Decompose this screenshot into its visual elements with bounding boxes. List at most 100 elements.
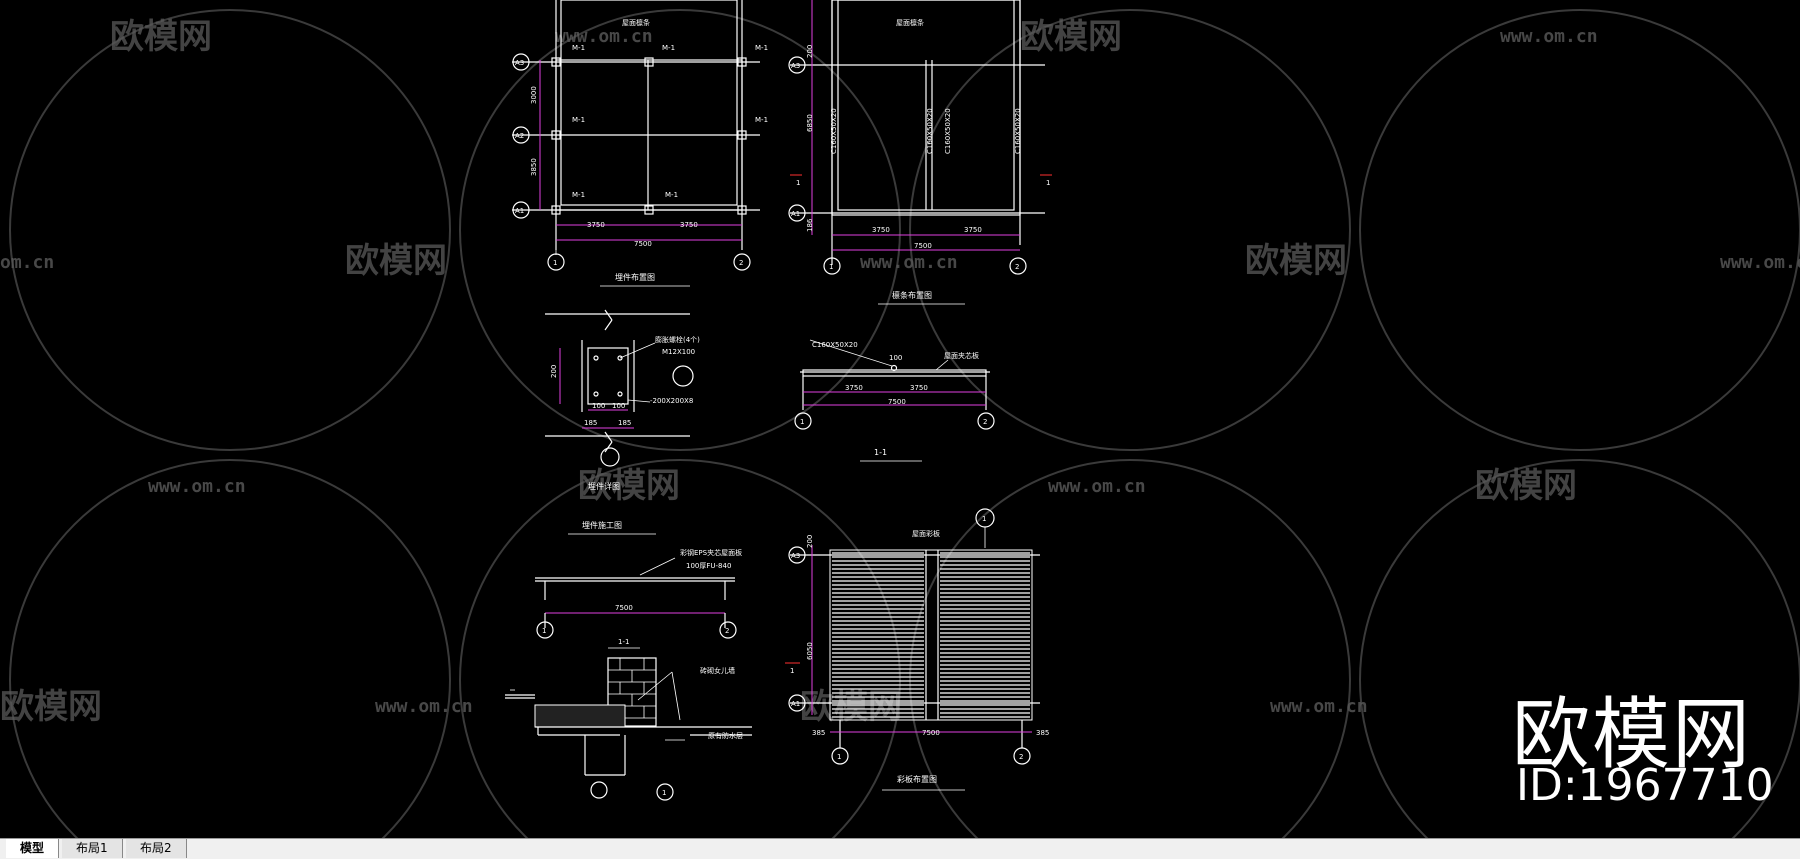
watermark-url: www.om.cn [148, 476, 246, 497]
axis-label: 1 [982, 515, 986, 523]
dimension-text: 100 [612, 402, 625, 410]
dimension-text: 3750 [964, 226, 982, 234]
axis-label: 1 [837, 753, 841, 761]
detail-label: -200X200X8 [650, 397, 693, 405]
axis-label: A1 [791, 210, 800, 218]
purlin-label: C160X50X20 [926, 108, 934, 154]
watermark-url-partial: om.cn [0, 252, 54, 273]
purlin-label: C160X50X20 [830, 108, 838, 154]
detail-label: M12X100 [662, 348, 695, 356]
section-mark: 1 [796, 179, 800, 187]
axis-label: A1 [515, 207, 524, 215]
watermark-brand: 欧模网 [345, 241, 447, 281]
section-purlin[interactable]: C160X50X20 100 屋面夹芯板 3750 3750 7500 1 2 … [794, 339, 995, 462]
plan-panel-layout[interactable]: A3 A1 1 2 1 385 7500 385 200 6050 1 屋面彩板… [785, 508, 1049, 791]
dimension-text: 3000 [530, 86, 538, 104]
axis-label: 2 [739, 259, 743, 267]
axis-label: 1 [829, 263, 833, 271]
watermark-url: www.om.cn [1500, 26, 1598, 47]
plan-title: 檩条布置图 [892, 290, 932, 300]
watermark-url: www.om.cn [1048, 476, 1146, 497]
watermark-brand: 欧模网 [1475, 466, 1577, 506]
section-label: 砖砌女儿墙 [700, 666, 735, 675]
axis-label: 2 [725, 627, 729, 635]
tab-layout-2[interactable]: 布局2 [126, 839, 187, 858]
watermark-texts: 欧模网 www.om.cn 欧模网 www.om.cn om.cn 欧模网 ww… [0, 17, 1800, 727]
detail-embed-plate[interactable]: 膨胀螺栓(4个) M12X100 -200X200X8 200 100 100 … [545, 309, 700, 491]
watermark-arcs [9, 9, 1800, 838]
section-parapet[interactable]: 1-1 [505, 638, 752, 801]
dimension-text: 200 [806, 535, 814, 548]
watermark-id: ID:1967710 [1516, 760, 1774, 811]
plan-purlin-layout[interactable]: A3 A1 1 2 3750 3750 7500 200 6850 186 C1… [788, 0, 1052, 305]
section-title: 1-1 [874, 448, 887, 457]
tab-model[interactable]: 模型 [6, 839, 60, 858]
axis-label: 2 [1019, 753, 1023, 761]
purlin-label: C160X50X20 [1014, 108, 1022, 154]
section-label: 屋面夹芯板 [944, 351, 979, 360]
dimension-text: 185 [584, 419, 597, 427]
axis-label: 1 [800, 418, 804, 426]
construct-label: 彩钢EPS夹芯屋面板 [680, 548, 742, 557]
mark-label: M-1 [665, 191, 678, 199]
dimension-text: 3750 [587, 221, 605, 229]
mark-label: M-1 [662, 44, 675, 52]
detail-title: 埋件详图 [588, 481, 620, 491]
detail-label: 膨胀螺栓(4个) [655, 335, 700, 344]
axis-label: A2 [515, 132, 524, 140]
section-label: 原有防水层 [708, 731, 743, 740]
mark-label: M-1 [572, 44, 585, 52]
section-label: C160X50X20 [812, 341, 858, 349]
dimension-text: 7500 [634, 240, 652, 248]
panel-stripes [832, 552, 1030, 718]
dimension-text: 3750 [872, 226, 890, 234]
dimension-text: 7500 [888, 398, 906, 406]
section-title: 1-1 [618, 638, 629, 646]
watermark-brand: 欧模网 [0, 687, 102, 727]
mark-label: M-1 [572, 116, 585, 124]
mark-label: M-1 [755, 44, 768, 52]
plan-title: 彩板布置图 [897, 774, 937, 784]
plan-embed-layout[interactable]: A3 A2 A1 1 2 3750 3750 7500 3000 3850 M-… [512, 0, 768, 287]
cad-drawing-canvas[interactable]: .w{stroke:#fff;fill:none;stroke-width:1.… [0, 0, 1800, 838]
tab-layout-1[interactable]: 布局1 [62, 839, 123, 858]
watermark-url: www.om.cn [555, 26, 653, 47]
watermark-brand: 欧模网 [1245, 241, 1347, 281]
layout-tab-bar: 模型 布局1 布局2 [0, 838, 1800, 859]
watermark-brand: 欧模网 [578, 466, 680, 506]
dimension-text: 200 [550, 365, 558, 378]
dimension-text: 6850 [806, 114, 814, 132]
watermark-url: www.om.cn [375, 696, 473, 717]
dimension-text: 3850 [530, 158, 538, 176]
plan-sub-label: 屋面彩板 [912, 529, 940, 538]
dimension-text: 385 [812, 729, 825, 737]
dimension-text: 3750 [910, 384, 928, 392]
plan-sub-label: 屋面檩条 [622, 18, 650, 27]
plan-title: 埋件布置图 [615, 272, 655, 282]
axis-label: 2 [983, 418, 987, 426]
dimension-text: 7500 [922, 729, 940, 737]
section-mark: 1 [1046, 179, 1050, 187]
axis-label: A1 [791, 700, 800, 708]
dimension-text: 385 [1036, 729, 1049, 737]
axis-label: 1 [553, 259, 557, 267]
dimension-text: 6050 [806, 642, 814, 660]
purlin-label: C160X50X20 [944, 108, 952, 154]
dimension-text: 200 [806, 45, 814, 58]
watermark-brand: 欧模网 [1020, 17, 1122, 57]
mark-label: M-1 [572, 191, 585, 199]
axis-label: 1 [542, 627, 546, 635]
watermark-brand: 欧模网 [110, 17, 212, 57]
construct-label: 100厚FU-840 [686, 562, 731, 570]
mark-label: M-1 [755, 116, 768, 124]
watermark-url: www.om.cn [1270, 696, 1368, 717]
construct-title: 埋件施工图 [582, 520, 622, 530]
dimension-text: 7500 [914, 242, 932, 250]
axis-label: A3 [791, 62, 800, 70]
dimension-text: 7500 [615, 604, 633, 612]
dimension-text: 185 [618, 419, 631, 427]
watermark-url: www.om.cn [860, 252, 958, 273]
watermark-url: www.om.cn [1720, 252, 1800, 273]
construct-drawing[interactable]: 埋件施工图 彩钢EPS夹芯屋面板 100厚FU-840 7500 1 2 [535, 520, 742, 639]
section-label: 100 [889, 354, 902, 362]
